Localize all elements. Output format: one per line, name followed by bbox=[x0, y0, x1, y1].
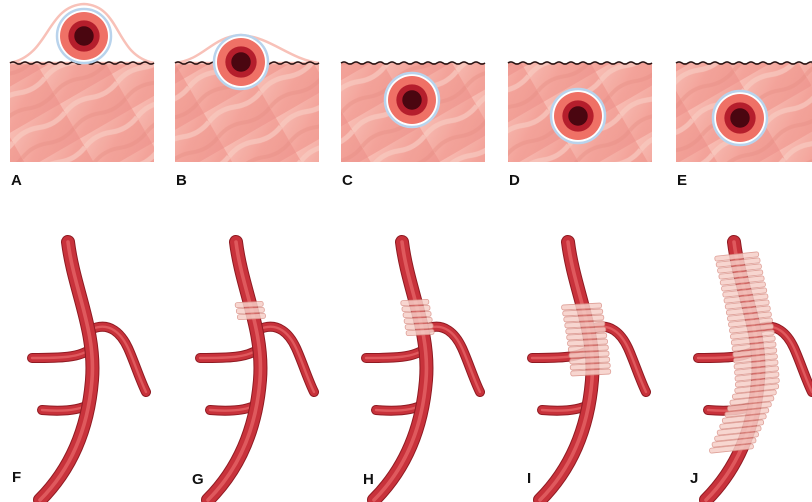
panel-label-j: J bbox=[690, 471, 698, 486]
panel-j-wrap-sleeve bbox=[709, 252, 779, 454]
